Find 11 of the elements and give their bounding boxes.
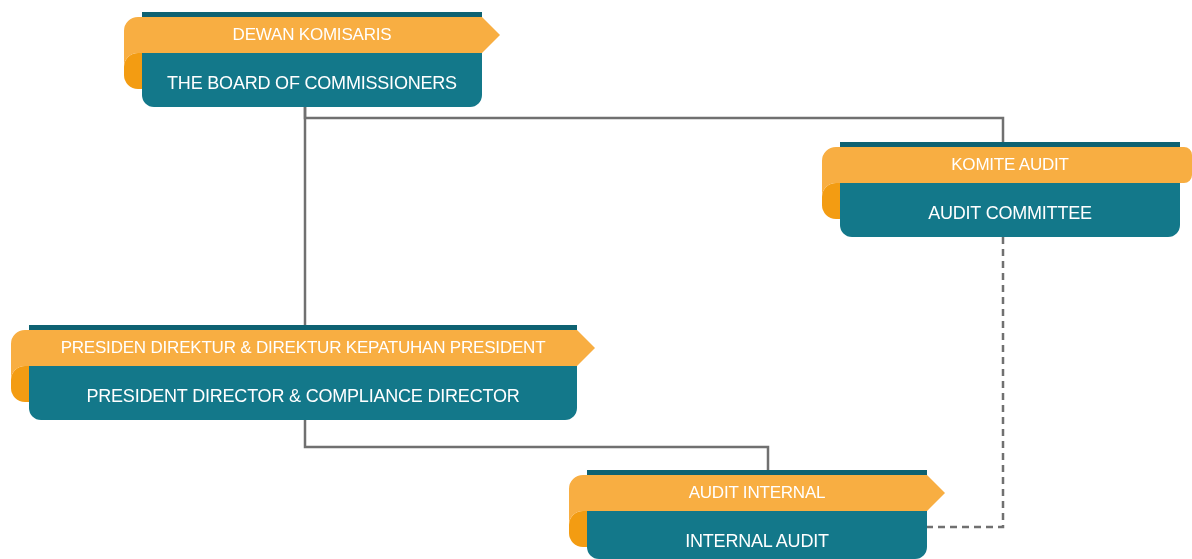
connector-line (303, 107, 307, 325)
node-title: PRESIDEN DIREKTUR & DIREKTUR KEPATUHAN PRESIDENT (59, 337, 547, 359)
connector-line (927, 237, 1005, 529)
node-title: AUDIT INTERNAL (687, 482, 827, 504)
node-subtitle: THE BOARD OF COMMISSIONERS (166, 72, 458, 95)
node-subtitle: INTERNAL AUDIT (684, 530, 830, 553)
node-title: DEWAN KOMISARIS (231, 24, 393, 46)
node-subtitle: PRESIDENT DIRECTOR & COMPLIANCE DIRECTOR (85, 385, 521, 408)
connector-line (303, 420, 770, 470)
node-title: KOMITE AUDIT (950, 154, 1070, 176)
node-subtitle: AUDIT COMMITTEE (927, 202, 1093, 225)
